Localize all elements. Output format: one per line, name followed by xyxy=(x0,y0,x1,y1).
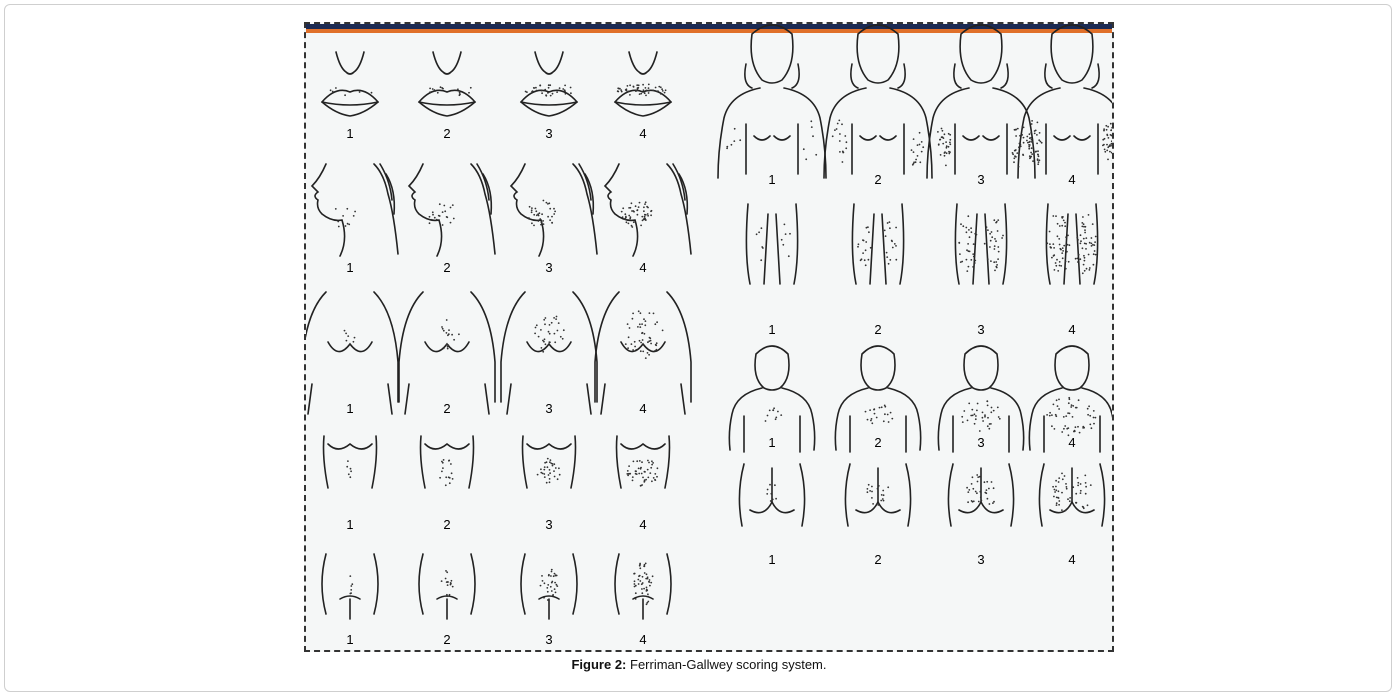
upper-abdomen-drawing-1 xyxy=(324,436,377,488)
thigh-score-4: 4 xyxy=(1068,322,1075,337)
lower-back-score-2: 2 xyxy=(874,552,881,567)
caption-text: Ferriman-Gallwey scoring system. xyxy=(626,657,826,672)
chest-score-2: 2 xyxy=(443,401,450,416)
upper-lip-drawing-1 xyxy=(322,52,378,116)
upper-lip-score-3: 3 xyxy=(545,126,552,141)
upper-abdomen-score-3: 3 xyxy=(545,517,552,532)
lower-back-drawing-1 xyxy=(739,464,804,526)
chin-score-1: 1 xyxy=(346,260,353,275)
chest-drawing-2 xyxy=(399,292,495,414)
thigh-drawing-2 xyxy=(852,204,903,284)
caption-label: Figure 2: xyxy=(571,657,626,672)
lower-back-drawing-3 xyxy=(948,464,1013,526)
lower-abdomen-score-4: 4 xyxy=(639,632,646,647)
lower-back-drawing-4 xyxy=(1039,464,1104,526)
chin-drawing-2 xyxy=(409,164,495,256)
chin-drawing-3 xyxy=(511,164,597,256)
chest-score-4: 4 xyxy=(639,401,646,416)
chin-drawing-4 xyxy=(605,164,691,256)
lower-abdomen-drawing-3 xyxy=(521,554,577,619)
upper-lip-score-4: 4 xyxy=(639,126,646,141)
upper-back-score-4: 4 xyxy=(1068,435,1075,450)
lower-abdomen-score-3: 3 xyxy=(545,632,552,647)
chin-score-4: 4 xyxy=(639,260,646,275)
lower-back-drawing-2 xyxy=(845,464,910,526)
lower-abdomen-score-2: 2 xyxy=(443,632,450,647)
lower-abdomen-drawing-2 xyxy=(419,554,475,619)
upper-abdomen-drawing-4 xyxy=(617,436,670,488)
upper-arm-score-1: 1 xyxy=(768,172,775,187)
ferriman-gallwey-illustration: 1 2 3 4 1 2 3 4 1 2 3 4 1 2 3 4 1 2 3 4 1 2 3 4 1 2 3 4 1 2 3 4 1 2 3 4 xyxy=(306,24,1112,650)
thigh-score-1: 1 xyxy=(768,322,775,337)
chest-drawing-4 xyxy=(595,292,691,414)
chest-drawing-1 xyxy=(306,292,398,414)
lower-back-score-1: 1 xyxy=(768,552,775,567)
upper-lip-score-2: 2 xyxy=(443,126,450,141)
lower-abdomen-score-1: 1 xyxy=(346,632,353,647)
lower-back-score-4: 4 xyxy=(1068,552,1075,567)
upper-arm-drawing-4 xyxy=(1018,25,1112,178)
upper-abdomen-drawing-2 xyxy=(421,436,474,488)
figure-caption: Figure 2: Ferriman-Gallwey scoring syste… xyxy=(0,657,1398,672)
upper-abdomen-drawing-3 xyxy=(523,436,576,488)
upper-abdomen-score-1: 1 xyxy=(346,517,353,532)
lower-abdomen-drawing-1 xyxy=(322,554,378,619)
chin-score-3: 3 xyxy=(545,260,552,275)
upper-abdomen-score-4: 4 xyxy=(639,517,646,532)
upper-arm-score-3: 3 xyxy=(977,172,984,187)
upper-abdomen-score-2: 2 xyxy=(443,517,450,532)
upper-back-score-2: 2 xyxy=(874,435,881,450)
thigh-drawing-3 xyxy=(955,204,1006,284)
upper-arm-score-4: 4 xyxy=(1068,172,1075,187)
thigh-score-2: 2 xyxy=(874,322,881,337)
upper-arm-drawing-2 xyxy=(824,25,932,178)
upper-back-score-1: 1 xyxy=(768,435,775,450)
chin-drawing-1 xyxy=(312,164,398,256)
upper-lip-drawing-2 xyxy=(419,52,475,116)
lower-abdomen-drawing-4 xyxy=(615,554,671,619)
upper-lip-score-1: 1 xyxy=(346,126,353,141)
thigh-drawing-1 xyxy=(746,204,797,284)
upper-arm-score-2: 2 xyxy=(874,172,881,187)
upper-back-score-3: 3 xyxy=(977,435,984,450)
figure-box: 1 2 3 4 1 2 3 4 1 2 3 4 1 2 3 4 1 2 3 4 1 2 3 4 1 2 3 4 1 2 3 4 1 2 3 4 xyxy=(304,22,1114,652)
upper-lip-drawing-3 xyxy=(521,52,577,116)
upper-arm-drawing-1 xyxy=(718,25,826,178)
chest-score-1: 1 xyxy=(346,401,353,416)
chest-drawing-3 xyxy=(501,292,597,414)
lower-back-score-3: 3 xyxy=(977,552,984,567)
chest-score-3: 3 xyxy=(545,401,552,416)
chin-score-2: 2 xyxy=(443,260,450,275)
thigh-score-3: 3 xyxy=(977,322,984,337)
